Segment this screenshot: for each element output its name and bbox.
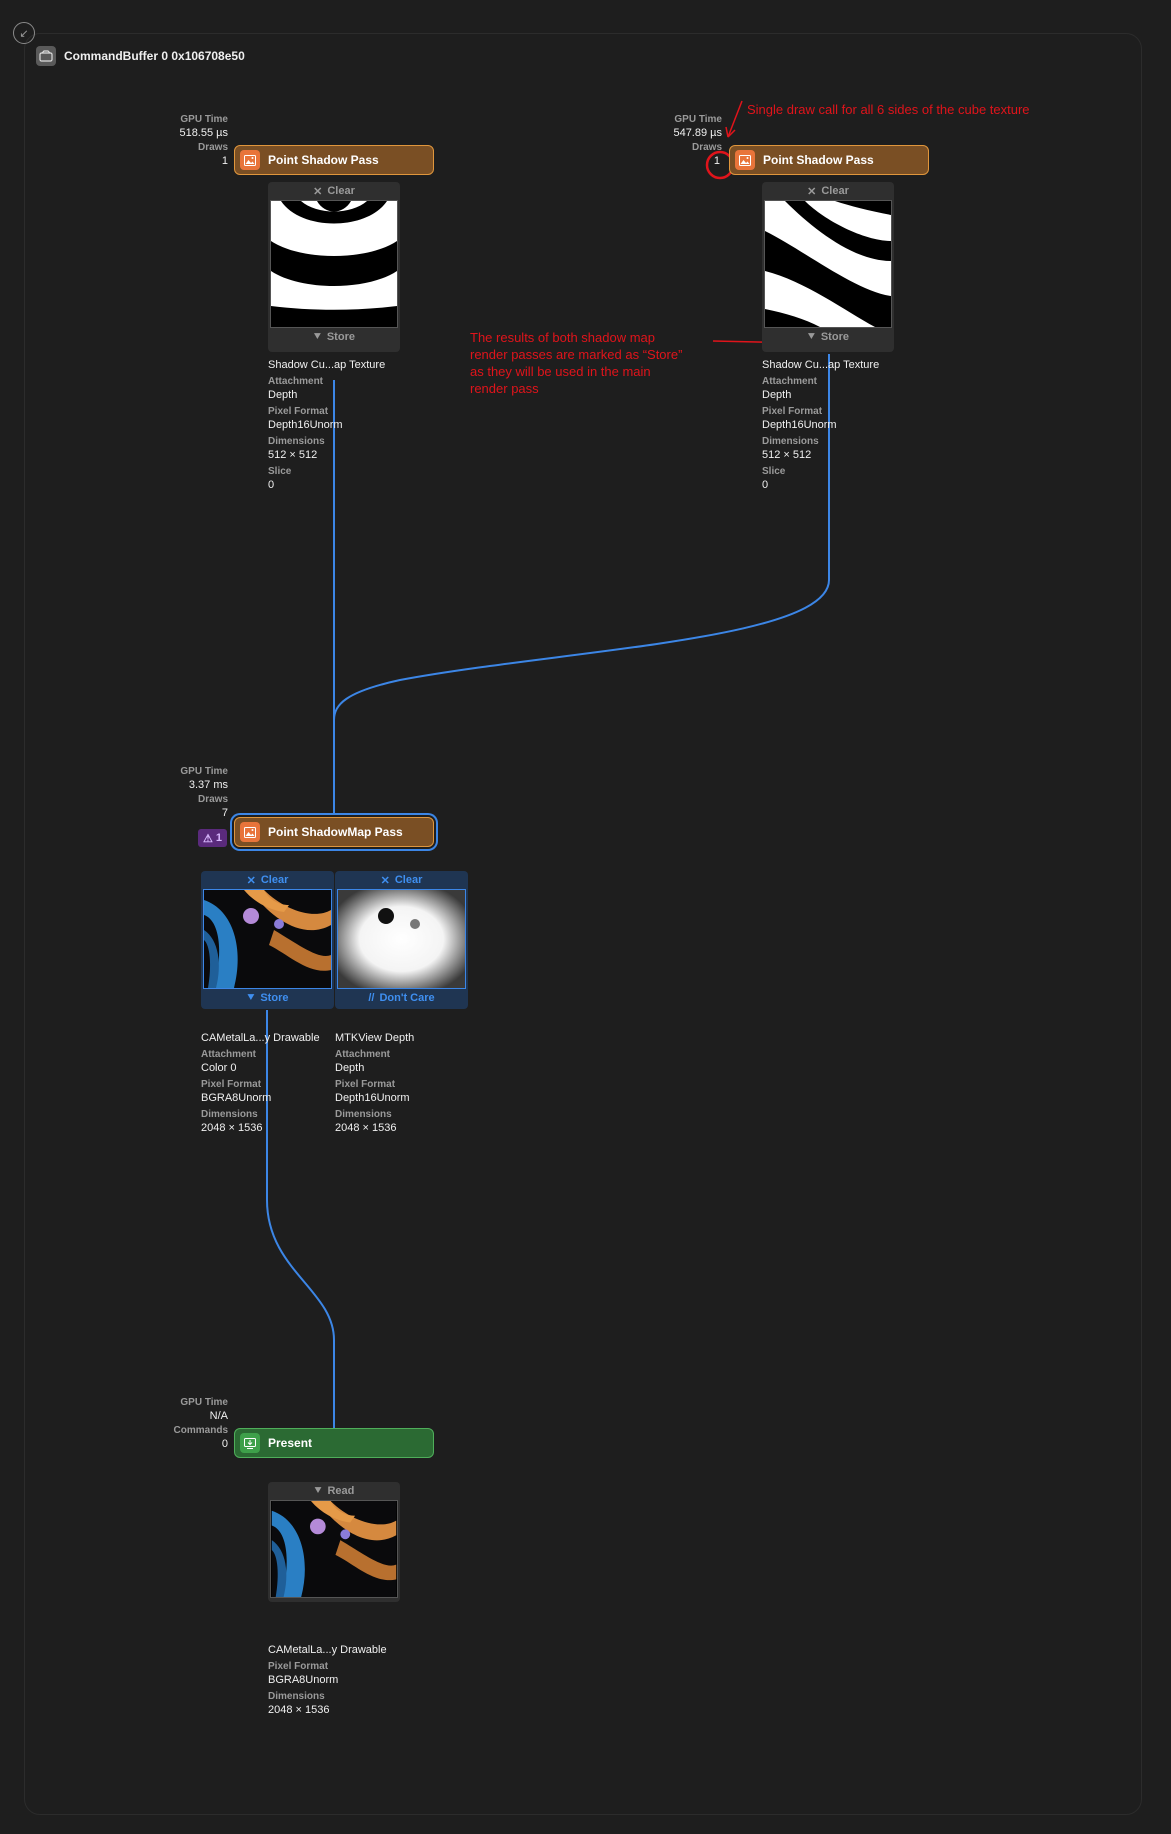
shadow2-attachment[interactable]: ✕Clear ⯆Store — [762, 182, 894, 352]
command-buffer-title: CommandBuffer 0 0x106708e50 — [64, 49, 245, 63]
shadowmap-pass-node[interactable]: Point ShadowMap Pass — [234, 817, 434, 847]
present-node[interactable]: Present — [234, 1428, 434, 1458]
pass-title: Present — [268, 1436, 313, 1450]
present-stats: GPU Time N/A Commands 0 — [173, 1397, 228, 1450]
gpu-time-label: GPU Time — [180, 114, 228, 125]
shadow1-attachment[interactable]: ✕Clear ⯆Store — [268, 182, 400, 352]
clear-icon: ✕ — [313, 185, 323, 198]
clear-icon: ✕ — [380, 874, 390, 887]
texture-thumbnail[interactable] — [764, 200, 892, 328]
annotation-store: The results of both shadow map render pa… — [470, 330, 683, 396]
link-shadow2-to-main — [333, 354, 830, 721]
depth-attachment[interactable]: ✕Clear //Don't Care — [335, 871, 468, 1009]
draws-value: 1 — [221, 155, 228, 167]
shadow-pass-1-node[interactable]: Point Shadow Pass — [234, 145, 434, 175]
read-action: ⯆Read — [313, 1484, 355, 1498]
store-action: ⯆Store — [246, 991, 289, 1005]
present-icon — [240, 1433, 260, 1453]
texture-name: Shadow Cu...ap Texture — [762, 359, 880, 371]
command-buffer-header[interactable]: CommandBuffer 0 0x106708e50 — [36, 46, 245, 66]
draws-label: Draws — [197, 142, 228, 153]
render-pass-icon — [240, 150, 260, 170]
shadow2-stats: GPU Time 547.89 µs Draws 1 — [622, 113, 722, 169]
pass-title: Point ShadowMap Pass — [268, 825, 403, 839]
warning-badge[interactable]: ⚠1 — [198, 829, 227, 847]
texture-thumbnail[interactable] — [270, 200, 398, 328]
collapse-icon[interactable]: ↙ — [13, 22, 35, 44]
load-action: ✕Clear — [313, 185, 355, 198]
present-attachment[interactable]: ⯆Read — [268, 1482, 400, 1602]
annotation-draw-call: Single draw call for all 6 sides of the … — [747, 102, 1030, 117]
read-icon: ⯆ — [313, 1484, 323, 1497]
load-action: ✕Clear — [380, 874, 423, 887]
load-action: ✕Clear — [246, 874, 289, 887]
link-main-to-present — [266, 1010, 335, 1428]
pass-title: Point Shadow Pass — [268, 153, 379, 167]
depth-thumbnail[interactable] — [337, 889, 466, 989]
clear-icon: ✕ — [807, 185, 817, 198]
pass-title: Point Shadow Pass — [763, 153, 874, 167]
load-action: ✕Clear — [807, 185, 849, 198]
color-attachment[interactable]: ✕Clear ⯆Store — [201, 871, 334, 1009]
color-thumbnail[interactable] — [203, 889, 332, 989]
render-pass-icon — [735, 150, 755, 170]
shadow1-stats: GPU Time 518.55 µs Draws 1 — [128, 113, 228, 169]
gpu-time-value: 518.55 µs — [179, 127, 228, 139]
store-action: ⯆Store — [807, 330, 849, 344]
clear-icon: ✕ — [246, 874, 256, 887]
present-thumbnail[interactable] — [270, 1500, 398, 1598]
draws-value: 1 — [713, 155, 720, 167]
store-action: //Don't Care — [368, 992, 435, 1004]
texture-name: Shadow Cu...ap Texture — [268, 359, 386, 371]
render-pass-icon — [240, 822, 260, 842]
main-stats: GPU Time 3.37 ms Draws 7 — [180, 766, 228, 819]
warning-icon: ⚠ — [203, 832, 213, 845]
store-icon: ⯆ — [807, 330, 816, 343]
command-buffer-icon — [36, 46, 56, 66]
store-icon: ⯆ — [246, 991, 256, 1004]
shadow-pass-2-node[interactable]: Point Shadow Pass — [729, 145, 929, 175]
store-action: ⯆Store — [313, 330, 355, 344]
store-icon: ⯆ — [313, 330, 322, 343]
dont-care-icon: // — [368, 992, 375, 1004]
